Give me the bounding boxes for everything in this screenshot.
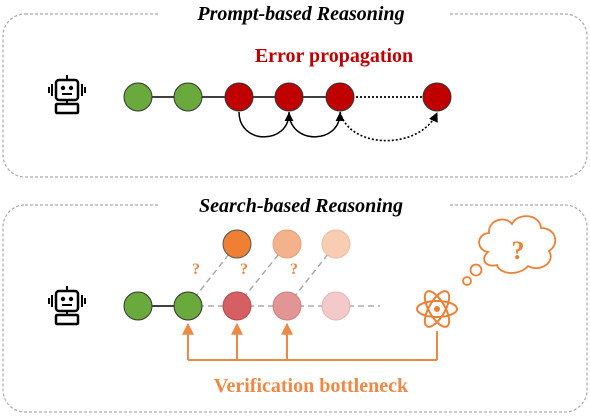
propagation-arrow [339, 111, 438, 142]
panel-title: Search-based Reasoning [199, 195, 403, 217]
candidate-node [222, 229, 252, 259]
error-step-node [325, 82, 355, 112]
search-based-panel: Search-based Reasoning ? ? ? [2, 192, 588, 413]
candidate-node [321, 229, 351, 259]
correct-step-node [123, 291, 153, 321]
question-mark: ? [240, 261, 248, 278]
panel-title: Prompt-based Reasoning [196, 3, 404, 25]
thought-question-mark: ? [512, 236, 525, 265]
propagation-arrow [288, 111, 345, 138]
atom-icon [416, 290, 458, 328]
question-mark: ? [290, 261, 298, 278]
verification-bracket [182, 322, 438, 361]
searched-step-node [222, 291, 252, 321]
correct-step-node [123, 82, 153, 112]
searched-step-node [321, 291, 351, 321]
propagation-arrow [238, 111, 294, 138]
question-mark: ? [192, 261, 200, 278]
error-propagation-label: Error propagation [255, 45, 413, 67]
candidate-node [272, 229, 302, 259]
title-background [160, 0, 450, 28]
correct-step-node [173, 291, 203, 321]
thought-bubble-icon: ? [462, 215, 557, 286]
correct-step-node [173, 82, 203, 112]
robot-icon [48, 75, 86, 115]
verification-bottleneck-label: Verification bottleneck [214, 375, 409, 397]
error-step-node [224, 82, 254, 112]
searched-step-node [272, 291, 302, 321]
prompt-based-panel: Prompt-based Reasoning Error propagation [2, 0, 588, 178]
robot-icon [48, 286, 86, 326]
error-step-node [422, 82, 452, 112]
title-background [160, 192, 450, 220]
error-step-node [274, 82, 304, 112]
